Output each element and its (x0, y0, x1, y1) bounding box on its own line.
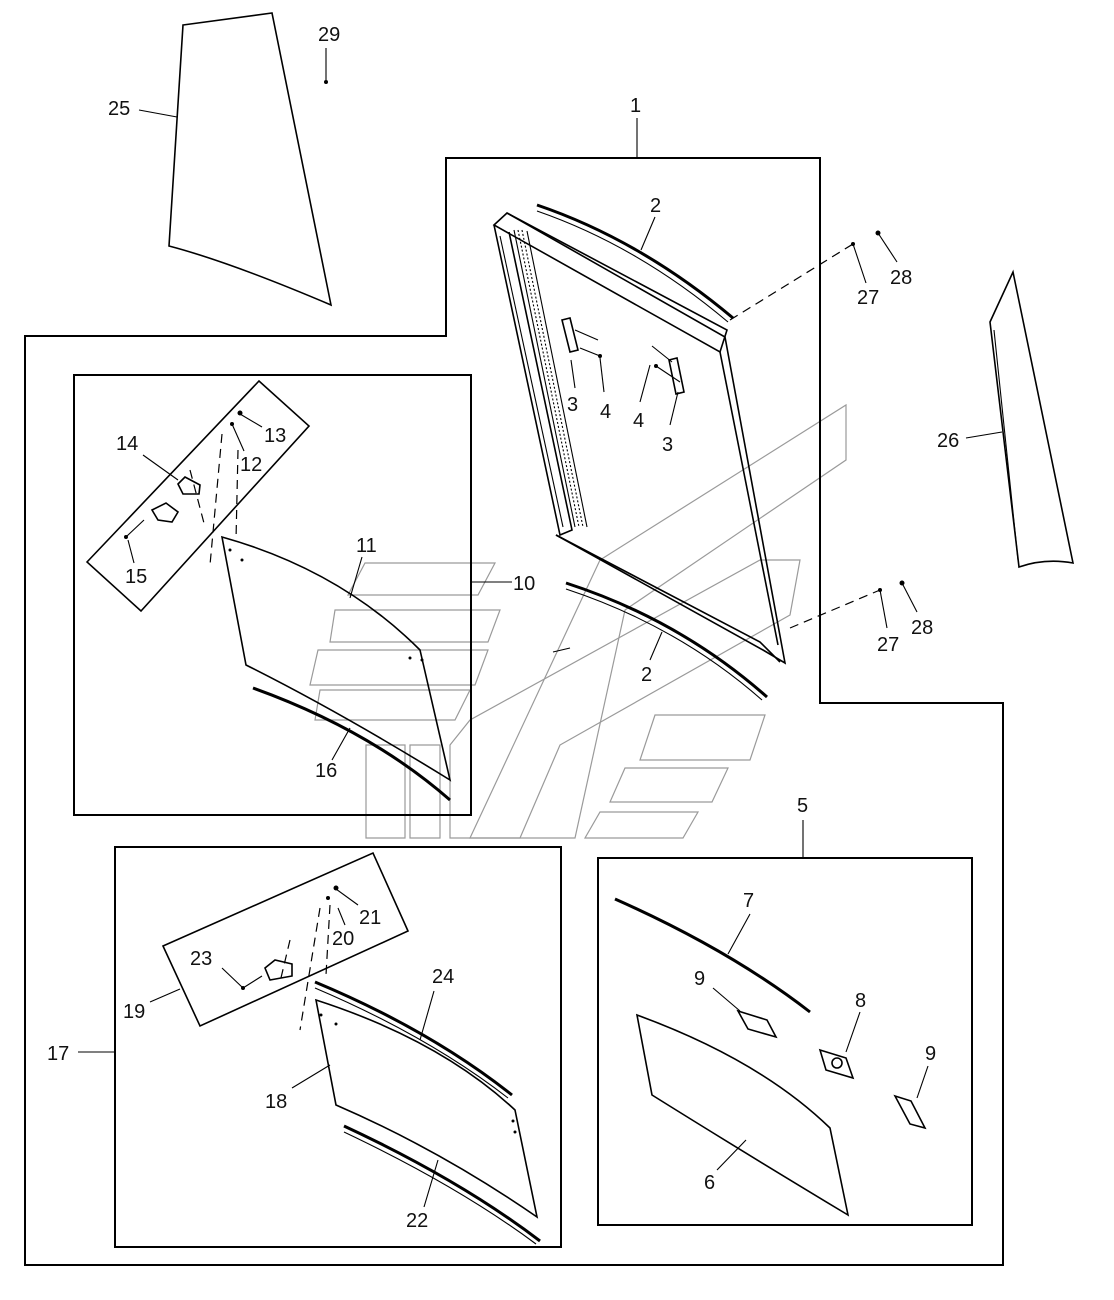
callout-28-lower: 28 (911, 617, 933, 639)
panel-10-detail-box (85, 379, 311, 613)
part-29-marker (324, 80, 328, 84)
callout-18: 18 (265, 1091, 287, 1113)
callout-19: 19 (123, 1001, 145, 1023)
callout-13: 13 (264, 425, 286, 447)
glass-18 (314, 998, 539, 1219)
main-assembly-boundary (24, 157, 1004, 1266)
panel-17 (114, 846, 562, 1248)
leader-lines (78, 48, 1003, 1208)
seal-2-upper (536, 203, 734, 320)
callout-12: 12 (240, 454, 262, 476)
callout-7: 7 (743, 890, 754, 912)
seal-24 (314, 980, 513, 1097)
callout-27-upper: 27 (857, 287, 879, 309)
panel-17-detail-box (161, 851, 410, 1028)
callout-26: 26 (937, 430, 959, 452)
side-glass-26 (989, 269, 1075, 569)
callout-9-left: 9 (694, 968, 705, 990)
panel-10 (73, 374, 472, 816)
callout-8: 8 (855, 990, 866, 1012)
callout-21: 21 (359, 907, 381, 929)
callout-23: 23 (190, 948, 212, 970)
glass-6 (635, 1013, 850, 1217)
callout-14: 14 (116, 433, 138, 455)
callout-6: 6 (704, 1172, 715, 1194)
watermark-logo (309, 403, 847, 839)
callout-24: 24 (432, 966, 454, 988)
door-frame-assembly (492, 212, 787, 665)
glass-11 (220, 535, 452, 782)
callout-2-lower: 2 (641, 664, 652, 686)
callout-1: 1 (630, 95, 641, 117)
callout-10: 10 (513, 573, 535, 595)
callout-28-upper: 28 (890, 267, 912, 289)
callout-3-right: 3 (662, 434, 673, 456)
dash-27-upper (729, 243, 854, 321)
callout-4-right: 4 (633, 410, 644, 432)
latch-8 (818, 1048, 855, 1080)
seal-22 (343, 1124, 541, 1243)
callout-29: 29 (318, 24, 340, 46)
callout-11: 11 (356, 535, 377, 557)
decal-9-upper (736, 1009, 778, 1039)
side-glass-25 (168, 12, 333, 307)
callout-2-upper: 2 (650, 195, 661, 217)
callout-27-lower: 27 (877, 634, 899, 656)
callout-labels: 1 2 3 4 4 3 27 28 25 29 26 27 28 2 10 13… (47, 24, 959, 1232)
callout-9-right: 9 (925, 1043, 936, 1065)
callout-4-left: 4 (600, 401, 611, 423)
callout-15: 15 (125, 566, 147, 588)
decal-9-lower (893, 1094, 927, 1130)
callout-25: 25 (108, 98, 130, 120)
callout-5: 5 (797, 795, 808, 817)
callout-22: 22 (406, 1210, 428, 1232)
callout-16: 16 (315, 760, 337, 782)
callout-3-left: 3 (567, 394, 578, 416)
panel-5 (597, 857, 973, 1226)
seal-16 (252, 686, 451, 802)
seal-2-lower (565, 581, 768, 699)
dash-27-lower (789, 589, 881, 629)
callout-20: 20 (332, 928, 354, 950)
seal-7 (614, 897, 811, 1014)
callout-17: 17 (47, 1043, 69, 1065)
